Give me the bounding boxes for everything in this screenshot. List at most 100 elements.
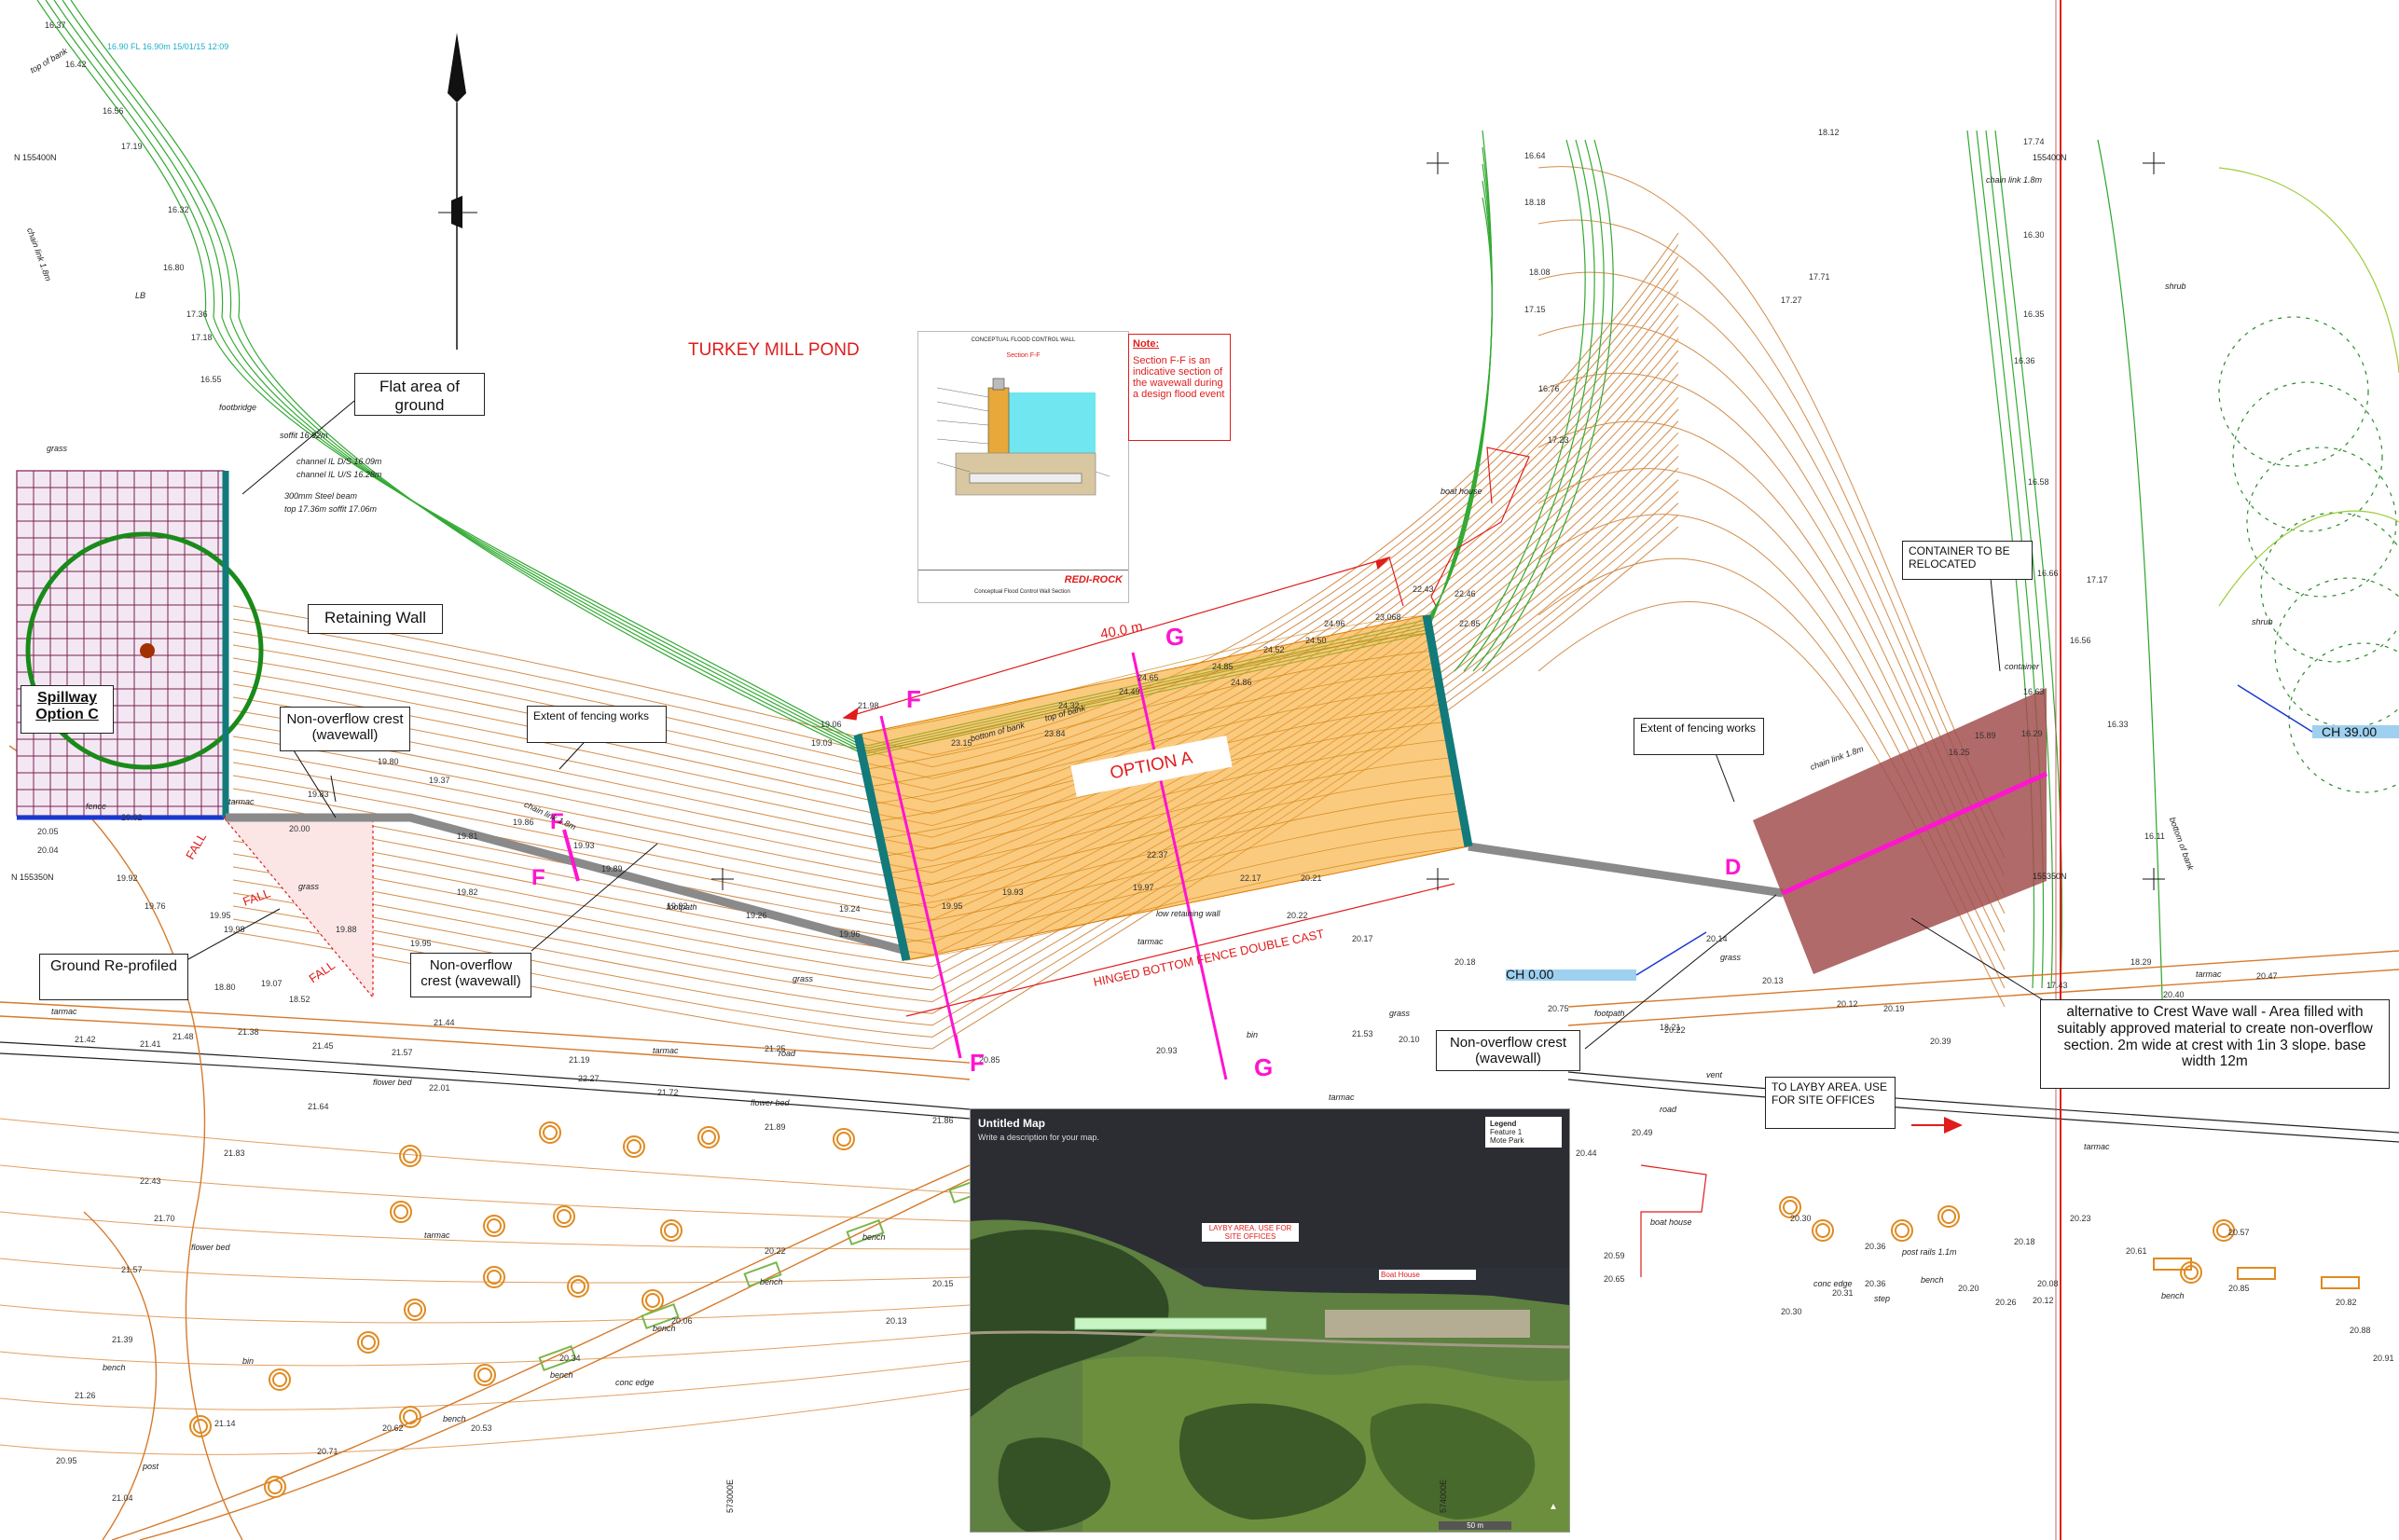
level-reading: 21.57 <box>392 1048 413 1057</box>
inset-title: Untitled Map <box>978 1117 1045 1130</box>
bench-label-1: bench <box>862 1232 886 1242</box>
level-reading: 17.17 <box>2087 575 2108 584</box>
level-reading: 19.06 <box>820 720 842 729</box>
level-reading: 20.47 <box>2256 971 2278 981</box>
level-reading: 24.50 <box>1305 636 1327 645</box>
level-reading: 22.85 <box>1459 619 1481 628</box>
level-reading: 18.29 <box>2130 957 2152 967</box>
wavewall-east <box>1468 842 1784 898</box>
non-overflow-label-3: Non-overflow crest (wavewall) <box>1436 1030 1580 1071</box>
inset-map[interactable]: Untitled Map Write a description for you… <box>970 1108 1570 1533</box>
level-reading: 20.00 <box>289 824 310 833</box>
level-reading: 18.08 <box>1529 268 1551 277</box>
level-reading: 20.71 <box>317 1447 338 1456</box>
level-reading: 21.25 <box>765 1044 786 1053</box>
level-reading: 22.43 <box>1413 584 1434 594</box>
north-arrow-icon <box>438 33 477 350</box>
level-reading: 18.18 <box>1524 198 1546 207</box>
tarmac-label-8: tarmac <box>1137 937 1164 946</box>
level-reading: 16.36 <box>2014 356 2035 365</box>
level-reading: 17.23 <box>1548 435 1569 445</box>
ch-end-bar <box>2312 725 2399 738</box>
level-reading: 21.70 <box>154 1214 175 1223</box>
section-detail-sheet: CONCEPTUAL FLOOD CONTROL WALL Section F-… <box>917 331 1129 603</box>
level-reading: 17.74 <box>2023 137 2045 146</box>
container-label: CONTAINER TO BE RELOCATED <box>1902 541 2033 580</box>
level-reading: 20.04 <box>37 846 59 855</box>
level-reading: 19.37 <box>429 776 450 785</box>
layby-arrow-icon <box>1911 1117 1963 1134</box>
level-reading: 20.26 <box>1995 1298 2017 1307</box>
legend-item-1: Feature 1 <box>1490 1128 1523 1136</box>
level-reading: 20.59 <box>1604 1251 1625 1260</box>
level-reading: 16.80 <box>163 263 185 272</box>
level-reading: 19.95 <box>410 939 432 948</box>
level-reading: 20.15 <box>932 1279 954 1288</box>
level-reading: 18.12 <box>1818 128 1840 137</box>
tarmac-label-7: tarmac <box>2196 969 2222 979</box>
level-reading: 17.43 <box>2047 981 2068 990</box>
level-reading: 20.12 <box>2033 1296 2054 1305</box>
grass-label-2: grass <box>298 882 320 891</box>
level-reading: 23.15 <box>951 738 972 748</box>
level-reading: 22.17 <box>1240 873 1262 883</box>
grid-crosshairs <box>711 152 2165 890</box>
level-reading: 16.63 <box>2023 687 2045 696</box>
level-reading: 16.56 <box>2070 636 2091 645</box>
level-reading: 16.42 <box>65 60 87 69</box>
section-f-marker-west-1: F <box>550 809 564 834</box>
level-reading: 19.83 <box>308 790 329 799</box>
level-reading: 21.04 <box>112 1493 133 1503</box>
level-reading: 20.57 <box>2228 1228 2250 1237</box>
conc-edge-label-2: conc edge <box>615 1378 655 1387</box>
spillway-circle <box>25 531 264 770</box>
level-reading: 20.02 <box>121 813 143 822</box>
bin-label-1: bin <box>1247 1030 1259 1039</box>
level-reading: 21.42 <box>75 1035 96 1044</box>
level-reading: 20.30 <box>1781 1307 1802 1316</box>
low-wall-label: low retaining wall <box>1156 909 1220 918</box>
tarmac-label-5: tarmac <box>1329 1093 1355 1102</box>
bench-label-3: bench <box>653 1324 676 1333</box>
level-reading: 19.93 <box>573 841 595 850</box>
level-reading: 21.26 <box>75 1391 96 1400</box>
section-g-marker-bottom: G <box>1254 1053 1274 1081</box>
level-reading: 20.36 <box>1865 1242 1886 1251</box>
channel-us-label: channel IL U/S 16.28m <box>296 470 382 479</box>
alternative-label: alternative to Crest Wave wall - Area fi… <box>2040 999 2390 1089</box>
section-f-marker-bottom: F <box>970 1049 985 1077</box>
level-reading: 20.10 <box>1399 1035 1420 1044</box>
spillway-label: Spillway Option C <box>21 685 114 734</box>
level-reading: 20.18 <box>1455 957 1476 967</box>
section-note: Note: Section F-F is an indicative secti… <box>1128 334 1231 441</box>
level-reading: 20.17 <box>1352 934 1373 943</box>
level-reading: 16.35 <box>2023 309 2045 319</box>
level-reading: 19.03 <box>811 738 833 748</box>
level-reading: 18.52 <box>289 995 310 1004</box>
level-reading: 15.89 <box>1975 731 1996 740</box>
post-label: post <box>143 1462 159 1471</box>
bench-label-6: bench <box>103 1363 126 1372</box>
tarmac-label-1: tarmac <box>51 1007 77 1016</box>
non-overflow-label-1: Non-overflow crest (wavewall) <box>280 707 410 751</box>
level-reading: 21.44 <box>434 1018 455 1027</box>
section-g-marker: G <box>1165 623 1185 651</box>
level-reading: 18.21 <box>1660 1023 1681 1032</box>
section-d-line <box>1781 771 2048 896</box>
flower-bed-label-3: flower bed <box>191 1243 230 1252</box>
level-reading: 20.14 <box>1706 934 1728 943</box>
bin-label-2: bin <box>242 1356 255 1366</box>
legend-item-2: Mote Park <box>1490 1136 1524 1145</box>
level-reading: 20.95 <box>56 1456 77 1465</box>
detail-logo: REDI-ROCK <box>1064 574 1123 585</box>
level-reading: 21.45 <box>312 1041 334 1051</box>
level-reading: 19.24 <box>839 904 861 914</box>
level-reading: 17.36 <box>186 309 208 319</box>
level-reading: 20.49 <box>1632 1128 1653 1137</box>
tarmac-label-4: tarmac <box>228 797 255 806</box>
retaining-wall-label: Retaining Wall <box>308 604 443 634</box>
level-reading: 20.36 <box>1865 1279 1886 1288</box>
level-reading: 20.88 <box>2350 1326 2371 1335</box>
level-reading: 20.93 <box>1156 1046 1178 1055</box>
